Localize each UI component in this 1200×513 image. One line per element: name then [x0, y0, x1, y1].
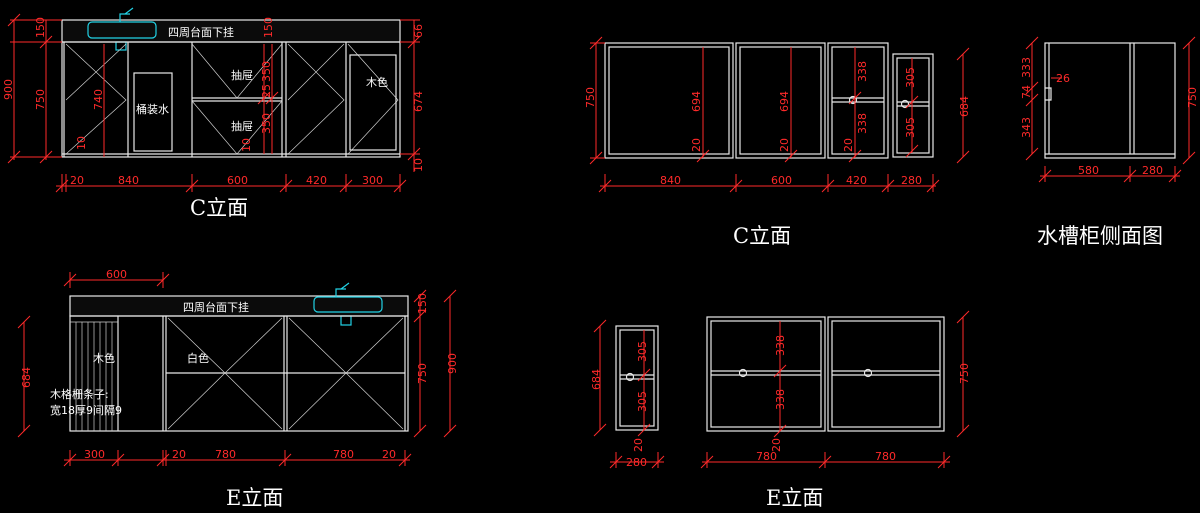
- d5-w780a: 780: [756, 450, 777, 463]
- e-elevation-front: 四周台面下挂 木色 白色 木格栅条子: 宽18厚9间隔9: [17, 268, 459, 510]
- d5-h20b: 20: [770, 438, 783, 452]
- d4-w780a: 780: [215, 448, 236, 461]
- e-white-label: 白色: [187, 351, 209, 365]
- d3-h750: 750: [1186, 87, 1199, 108]
- bucket-label: 桶装水: [136, 102, 169, 116]
- d4-w20b: 20: [382, 448, 396, 461]
- d3-w580: 580: [1078, 164, 1099, 177]
- d2-h20a: 20: [690, 138, 703, 152]
- title-c-elevation-1: C立面: [190, 196, 248, 220]
- title-e-elevation-1: E立面: [226, 486, 283, 510]
- c-elevation-front: 四周台面下挂 桶装水 抽屉 抽屉 木色: [2, 7, 425, 220]
- d5-h305a: 305: [636, 341, 649, 362]
- d4-h750: 750: [416, 363, 429, 384]
- cabinet-body: [61, 41, 401, 158]
- d4-w20a: 20: [172, 448, 186, 461]
- e-wood-label: 木色: [93, 351, 115, 365]
- dim-right-bottom: 10: [412, 158, 425, 172]
- dim-kick: 10: [75, 136, 88, 150]
- d2-w600: 600: [771, 174, 792, 187]
- slat-label-2: 宽18厚9间隔9: [50, 403, 122, 417]
- d4-h684: 684: [20, 367, 33, 388]
- d5-h684: 684: [590, 369, 603, 390]
- d2-h305b: 305: [904, 117, 917, 138]
- dim-total-height: 900: [2, 79, 15, 100]
- d3-h26: 26: [1056, 72, 1070, 85]
- dim-w20: 20: [70, 174, 84, 187]
- d3-h343: 343: [1020, 117, 1033, 138]
- d5-h305b: 305: [636, 391, 649, 412]
- d4-w780b: 780: [333, 448, 354, 461]
- d5-w780b: 780: [875, 450, 896, 463]
- dim-w420: 420: [306, 174, 327, 187]
- d4-w300: 300: [84, 448, 105, 461]
- water-bucket: [133, 72, 173, 152]
- wood-slats: [70, 321, 118, 431]
- counter-label: 四周台面下挂: [168, 25, 234, 39]
- d2-h20c: 20: [842, 138, 855, 152]
- dim-w300: 300: [362, 174, 383, 187]
- d2-h684: 684: [958, 96, 971, 117]
- sink-cabinet-side-view: 333 74 343 26 750 580 280 水槽柜侧面图: [1020, 36, 1199, 248]
- d2-h338a: 338: [856, 61, 869, 82]
- drawer-label-2: 抽屉: [231, 119, 253, 133]
- d3-h74: 74: [1020, 85, 1033, 99]
- dim-inner-height: 740: [92, 89, 105, 110]
- d2-h694a: 694: [690, 91, 703, 112]
- d2-h338b: 338: [856, 113, 869, 134]
- dim-w840: 840: [118, 174, 139, 187]
- d4-h900: 900: [446, 353, 459, 374]
- slat-label-1: 木格栅条子:: [50, 387, 109, 401]
- d2-h694b: 694: [778, 91, 791, 112]
- d3-h333: 333: [1020, 57, 1033, 78]
- dim-drawer-top: 350: [260, 61, 273, 82]
- d2-h20b: 20: [778, 138, 791, 152]
- dim-top-right: 150: [262, 17, 275, 38]
- dim-right-top: 66: [412, 24, 425, 38]
- title-c-elevation-2: C立面: [733, 224, 791, 248]
- e-counter-label: 四周台面下挂: [183, 300, 249, 314]
- wood-label: 木色: [366, 75, 388, 89]
- d2-h750: 750: [584, 87, 597, 108]
- dim-gap-10: 10: [240, 138, 253, 152]
- d4-top-600: 600: [106, 268, 127, 281]
- dim-top-height: 150: [34, 17, 47, 38]
- d5-h750: 750: [958, 363, 971, 384]
- d2-w840: 840: [660, 174, 681, 187]
- d5-h338a: 338: [774, 335, 787, 356]
- dim-drawer-bottom: 350: [260, 113, 273, 134]
- dim-right-mid: 674: [412, 91, 425, 112]
- drawer-label-1: 抽屉: [231, 68, 253, 82]
- d5-h20: 20: [632, 438, 645, 452]
- sink-icon: [87, 7, 157, 51]
- title-e-elevation-2: E立面: [766, 486, 823, 510]
- e-elevation-carcass: 684 305 305 20 338 338 20 750 280 780 78…: [590, 310, 971, 510]
- c-elevation-carcass: 750 694 20 694 20 338 338 20 305 305 684…: [584, 36, 971, 248]
- d4-h150: 150: [416, 293, 429, 314]
- d5-w280: 280: [626, 456, 647, 469]
- dim-body-height: 750: [34, 89, 47, 110]
- d3-w280: 280: [1142, 164, 1163, 177]
- d2-h305a: 305: [904, 67, 917, 88]
- d2-w420: 420: [846, 174, 867, 187]
- dim-w600: 600: [227, 174, 248, 187]
- dim-gap-25: 25: [260, 84, 273, 98]
- d5-h338b: 338: [774, 389, 787, 410]
- d2-w280: 280: [901, 174, 922, 187]
- title-side-view: 水槽柜侧面图: [1037, 224, 1163, 248]
